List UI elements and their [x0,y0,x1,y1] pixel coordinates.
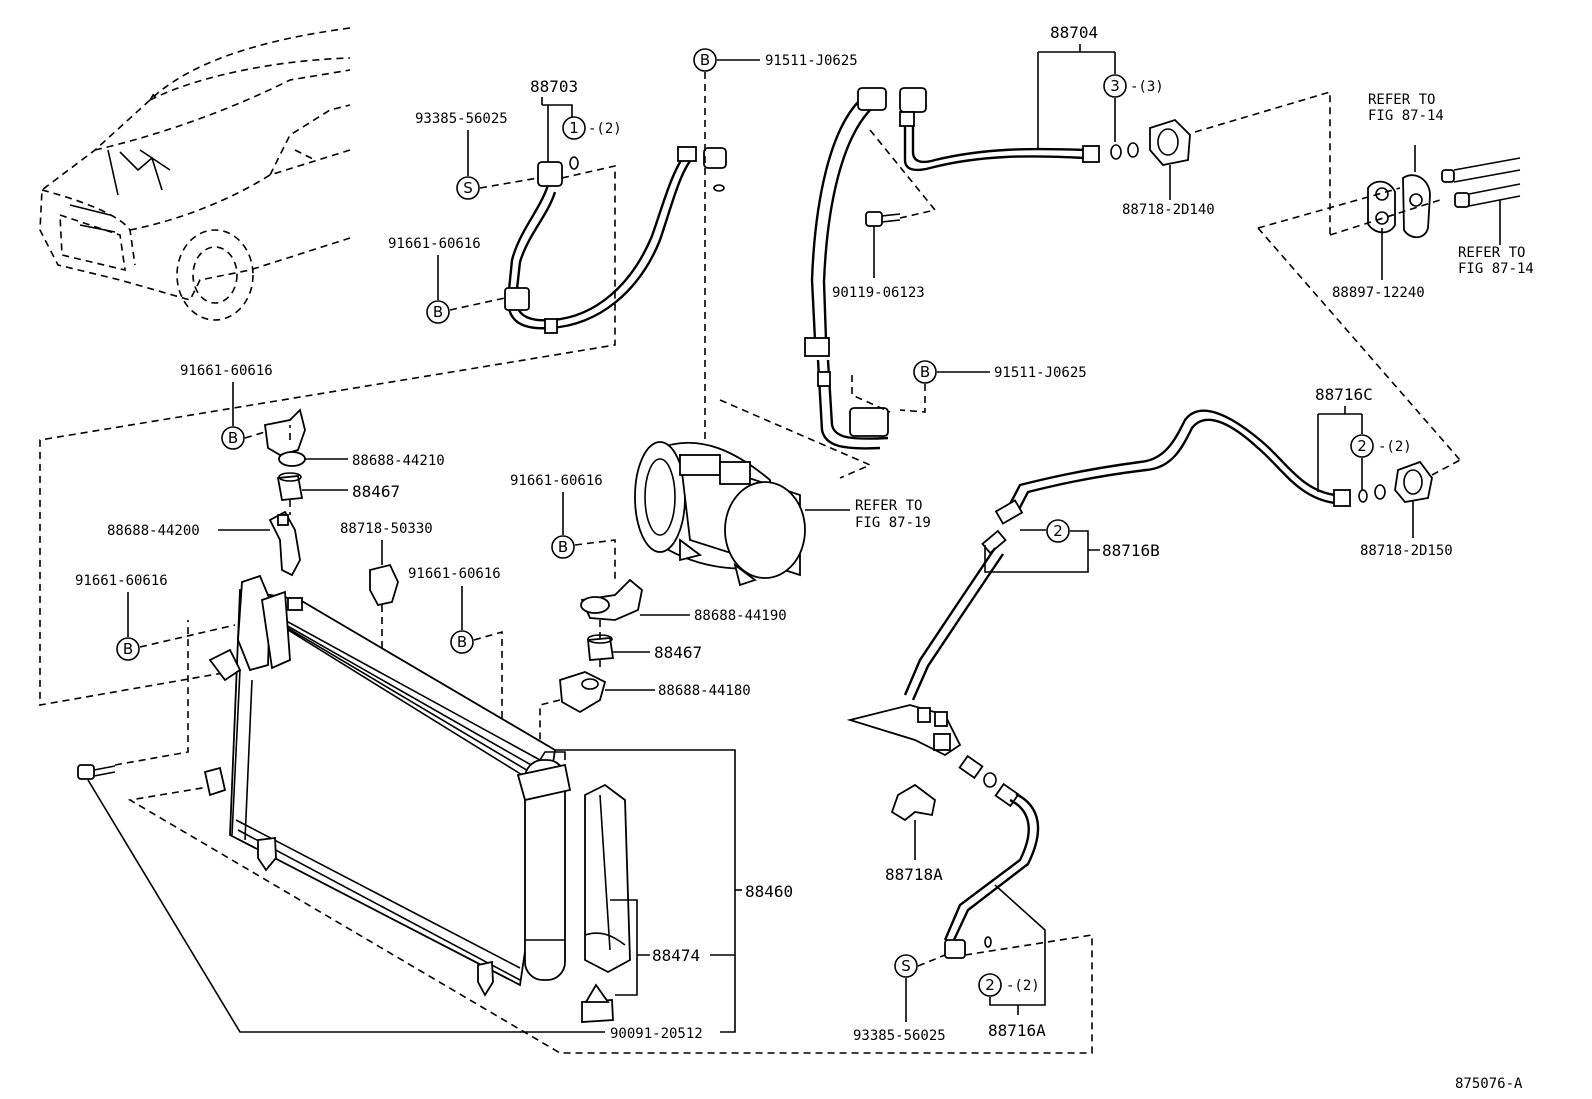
part-label-88460: 88460 [745,882,793,901]
part-label-88897-12240: 88897-12240 [1332,285,1425,301]
refer-figure: FIG 87-14 [1368,108,1444,124]
diagram-id: 875076-A [1455,1076,1523,1092]
liquid-pipe-88716 [846,409,1433,959]
part-label-88688-44200: 88688-44200 [107,523,200,539]
part-label-91661-60616: 91661-60616 [408,566,501,582]
quantity-label: -(2) [588,121,622,137]
part-label-88716B: 88716B [1102,541,1160,560]
label-group-91511-top: B 91511-J0625 [693,48,858,440]
part-label-91661-60616: 91661-60616 [388,236,481,252]
part-label-88688-44210: 88688-44210 [352,453,445,469]
symbol-b: B [433,303,443,321]
part-label-88716A: 88716A [988,1021,1046,1040]
clamp-88718A: 88718A [885,783,943,884]
part-label-88718A: 88718A [885,865,943,884]
part-label-88718-2D140: 88718-2D140 [1122,202,1215,218]
ref-number-1: 1 [569,119,579,137]
part-label-93385-56025: 93385-56025 [415,111,508,127]
part-label-91661-60616: 91661-60616 [75,573,168,589]
bracket-stack-right: 91661-60616 B 88688-44190 88467 88688-44… [510,473,787,760]
part-label-88688-44190: 88688-44190 [694,608,787,624]
part-label-88704: 88704 [1050,23,1098,42]
quantity-label: -(2) [1006,978,1040,994]
symbol-b: B [457,633,467,651]
symbol-s: S [901,957,911,975]
symbol-b: B [700,51,710,69]
refer-label: REFER TO [1368,92,1435,108]
part-label-93385-56025: 93385-56025 [853,1028,946,1044]
condenser-88460 [203,574,572,997]
part-label-88688-44180: 88688-44180 [658,683,751,699]
ref-number-2: 2 [985,976,995,994]
bolt-90119-06123: 90119-06123 [832,211,925,301]
ref-number-3: 3 [1110,77,1120,95]
refer-label: REFER TO [855,498,922,514]
part-label-88467: 88467 [654,643,702,662]
part-label-88716C: 88716C [1315,385,1373,404]
ref-number-2: 2 [1053,522,1063,540]
label-group-88716b: 2 88716B [984,519,1160,573]
part-label-88703: 88703 [530,77,578,96]
ref-number-2: 2 [1357,437,1367,455]
label-group-88704: 88704 3 -(3) 88718-2D140 [1037,23,1215,218]
part-label-90091-20512: 90091-20512 [610,1026,703,1042]
label-group-88716a: 2 -(2) 88716A S 93385-56025 [127,784,1093,1054]
refer-figure: FIG 87-14 [1458,261,1534,277]
part-label-88718-2D150: 88718-2D150 [1360,543,1453,559]
part-label-88718-50330: 88718-50330 [340,521,433,537]
part-label-88474: 88474 [652,946,700,965]
quantity-label: -(2) [1378,439,1412,455]
part-label-91661-60616: 91661-60616 [180,363,273,379]
label-group-88716c: 88716C 2 -(2) 88718-2D150 [1315,385,1461,559]
symbol-b: B [920,363,930,381]
suction-hose-88704 [804,87,1331,450]
symbol-b: B [228,429,238,447]
cooler-plate-88897: REFER TO FIG 87-14 REFER TO FIG 87-14 88… [1257,92,1534,461]
part-label-91661-60616: 91661-60616 [510,473,603,489]
ac-compressor: REFER TO FIG 87-19 [634,399,931,587]
discharge-hose-88703 [504,146,727,334]
refer-figure: FIG 87-19 [855,515,931,531]
bracket-stack-left: 91661-60616 B 88688-44210 88467 88688-44… [75,363,445,661]
symbol-b: B [123,640,133,658]
vehicle-locator-sketch [39,27,351,321]
part-label-88467: 88467 [352,482,400,501]
label-group-88460: 88460 88474 90091-20512 [77,620,793,1042]
symbol-s: S [463,179,473,197]
part-label-90119-06123: 90119-06123 [832,285,925,301]
symbol-b: B [558,538,568,556]
label-group-91511-mid: B 91511-J0625 [851,360,1087,413]
label-group-91661-mid: 91661-60616 B [408,566,520,806]
desiccant-88474 [581,783,631,1023]
label-group-88703: 88703 1 -(2) 93385-56025 S 91661-60616 B [39,77,622,706]
part-label-91511-J0625: 91511-J0625 [765,53,858,69]
quantity-label: -(3) [1130,79,1164,95]
part-label-91511-J0625: 91511-J0625 [994,365,1087,381]
refer-label: REFER TO [1458,245,1525,261]
